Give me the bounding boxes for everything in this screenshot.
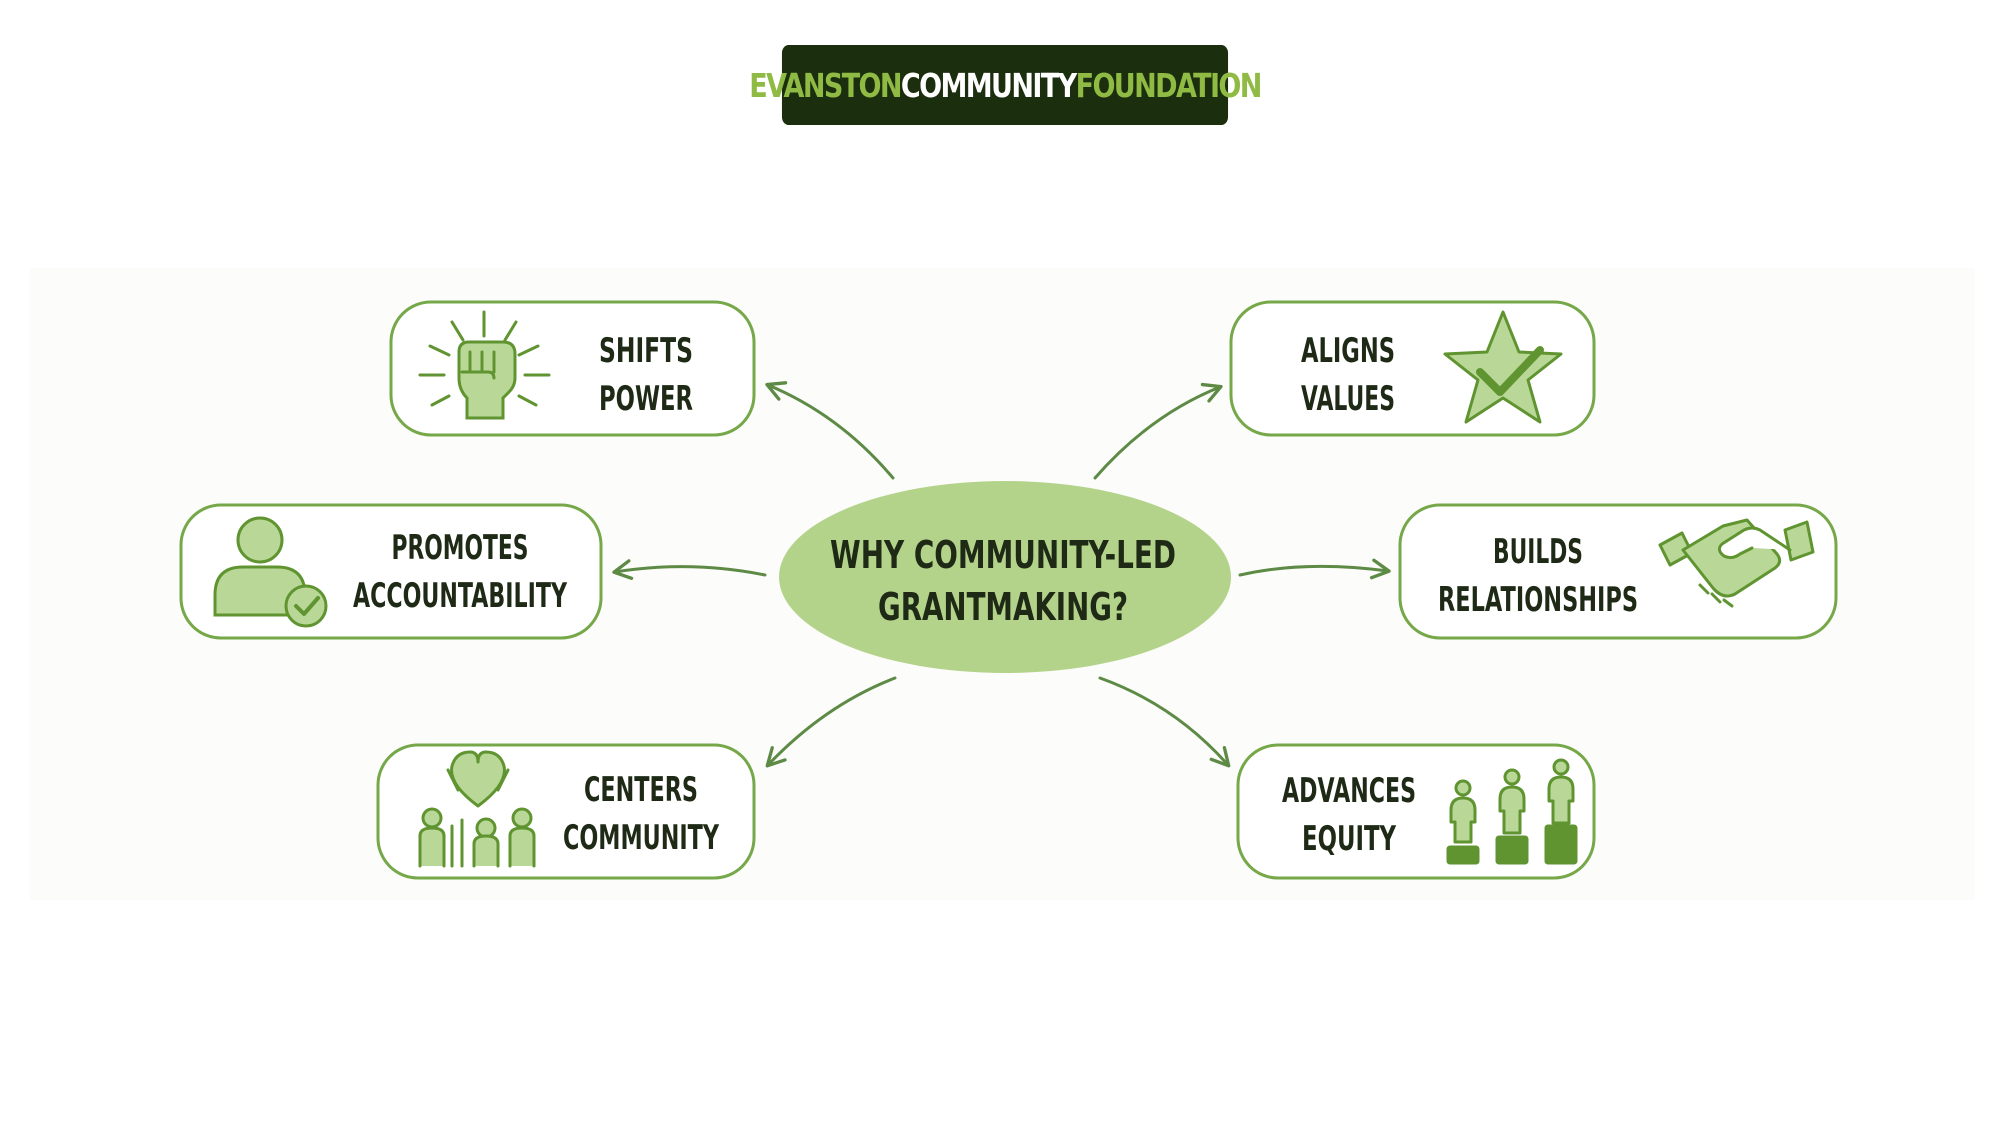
banner-word-foundation: FOUNDATION bbox=[1075, 65, 1263, 105]
arrow-to-builds-relationships bbox=[1238, 558, 1391, 580]
node-centers-community: CENTERS COMMUNITY bbox=[376, 743, 756, 880]
node-aligns-values: ALIGNS VALUES bbox=[1229, 300, 1596, 437]
node-label-line2: RELATIONSHIPS bbox=[1438, 580, 1638, 620]
arrow-to-centers-community bbox=[765, 676, 897, 768]
arrow-to-aligns-values bbox=[1093, 382, 1223, 480]
center-ellipse bbox=[779, 481, 1231, 673]
node-label-line1: SHIFTS bbox=[599, 331, 693, 371]
banner-word-community: COMMUNITY bbox=[900, 65, 1077, 105]
center-title-line1: WHY COMMUNITY-LED bbox=[830, 533, 1176, 577]
node-label-line1: ALIGNS bbox=[1301, 331, 1395, 371]
node-promotes-accountability: PROMOTES ACCOUNTABILITY bbox=[179, 503, 603, 640]
node-label-line1: BUILDS bbox=[1493, 532, 1583, 572]
node-label-line2: VALUES bbox=[1301, 379, 1395, 419]
node-label-line1: CENTERS bbox=[584, 770, 698, 810]
arrow-to-advances-equity bbox=[1098, 676, 1231, 768]
node-box bbox=[389, 300, 756, 437]
node-label-line2: POWER bbox=[599, 379, 693, 419]
node-label-line1: PROMOTES bbox=[392, 528, 529, 568]
node-label-line2: COMMUNITY bbox=[563, 818, 719, 858]
star-check-icon bbox=[1443, 310, 1563, 424]
banner-word-evanston: EVANSTON bbox=[749, 65, 902, 105]
arrow-to-shifts-power bbox=[765, 381, 895, 480]
center-node: WHY COMMUNITY-LED GRANTMAKING? bbox=[779, 481, 1231, 673]
node-label-line2: EQUITY bbox=[1302, 819, 1396, 859]
raised-fist-icon bbox=[418, 310, 551, 420]
community-heart-icon bbox=[418, 750, 536, 868]
person-check-icon bbox=[213, 516, 328, 628]
handshake-icon bbox=[1658, 518, 1815, 608]
center-title-line2: GRANTMAKING? bbox=[878, 585, 1128, 629]
connector-arrows bbox=[612, 381, 1391, 768]
node-shifts-power: SHIFTS POWER bbox=[389, 300, 756, 437]
node-label-line2: ACCOUNTABILITY bbox=[353, 576, 567, 616]
node-builds-relationships: BUILDS RELATIONSHIPS bbox=[1398, 503, 1838, 640]
arrow-to-promotes-accountability bbox=[612, 559, 767, 580]
node-advances-equity: ADVANCES EQUITY bbox=[1236, 743, 1596, 880]
equity-podium-icon bbox=[1446, 758, 1578, 865]
node-box bbox=[1236, 743, 1596, 880]
node-label-line1: ADVANCES bbox=[1282, 771, 1416, 811]
